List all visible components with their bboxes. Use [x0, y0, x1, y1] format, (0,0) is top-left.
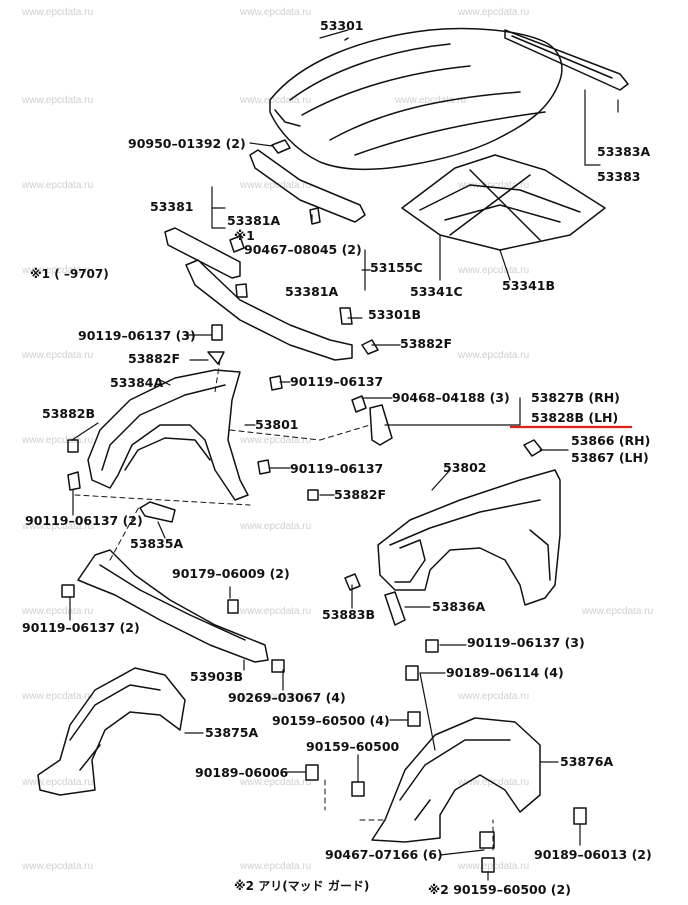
- label-note-1: ※1 ( –9707): [30, 267, 109, 281]
- label-53882f-b: 53882F: [400, 336, 453, 351]
- label-53876a: 53876A: [560, 754, 614, 769]
- label-53802: 53802: [443, 460, 487, 475]
- watermark: www.epcdata.ru: [240, 777, 312, 788]
- hood-lock-support-drawing: [164, 227, 353, 361]
- label-53155c: 53155C: [370, 260, 423, 275]
- watermark: www.epcdata.ru: [22, 180, 94, 191]
- watermark: www.epcdata.ru: [458, 265, 530, 276]
- watermark: www.epcdata.ru: [458, 691, 530, 702]
- left-liner-drawing: [37, 667, 186, 796]
- label-90467-07166: 90467–07166 (6): [325, 847, 443, 862]
- label-90119-06137-e: 90119–06137 (2): [22, 620, 140, 635]
- watermark: www.epcdata.ru: [240, 861, 312, 872]
- label-53836a: 53836A: [432, 599, 486, 614]
- watermark: www.epcdata.ru: [458, 7, 530, 18]
- label-90189-06006: 90189–06006: [195, 765, 289, 780]
- watermark: www.epcdata.ru: [22, 435, 94, 446]
- left-fender-drawing: [87, 369, 249, 501]
- label-90119-06137-d: 90119–06137 (2): [25, 513, 143, 528]
- watermark: www.epcdata.ru: [458, 180, 530, 191]
- label-53381a-lower: 53381A: [285, 284, 339, 299]
- label-53384a: 53384A: [110, 375, 164, 390]
- label-mark-1: ※1: [234, 228, 255, 243]
- label-90119-06137-a: 90119–06137 (3): [78, 328, 196, 343]
- label-53341c: 53341C: [410, 284, 463, 299]
- label-90159-60500-4: 90159–60500 (4): [272, 713, 390, 728]
- watermark: www.epcdata.ru: [240, 606, 312, 617]
- label-90179-06009: 90179–06009 (2): [172, 566, 290, 581]
- watermark: www.epcdata.ru: [22, 95, 94, 106]
- watermark: www.epcdata.ru: [22, 521, 94, 532]
- label-53827b: 53827B (RH): [531, 390, 620, 405]
- watermark: www.epcdata.ru: [22, 350, 94, 361]
- label-90467-08045: 90467–08045 (2): [244, 242, 362, 257]
- label-53882f-a: 53882F: [128, 351, 181, 366]
- hood-bumper-drawing: [271, 139, 291, 154]
- label-53381: 53381: [150, 199, 194, 214]
- watermark: www.epcdata.ru: [240, 435, 312, 446]
- lower-fasteners-drawing: [61, 375, 587, 873]
- hood-drawing: [269, 27, 563, 171]
- label-53801: 53801: [255, 417, 299, 432]
- leader-lines: [69, 29, 619, 881]
- watermark: www.epcdata.ru: [582, 606, 654, 617]
- label-90950-01392: 90950–01392 (2): [128, 136, 246, 151]
- label-53301: 53301: [320, 18, 364, 33]
- watermark: www.epcdata.ru: [458, 350, 530, 361]
- watermark: www.epcdata.ru: [22, 7, 94, 18]
- watermark: www.epcdata.ru: [240, 7, 312, 18]
- weatherstrip-drawing: [504, 29, 629, 91]
- label-90159-60500-2: ※2 90159–60500 (2): [428, 882, 571, 897]
- label-53828b: 53828B (LH): [531, 410, 619, 425]
- label-53875a: 53875A: [205, 725, 259, 740]
- label-90269-03067: 90269–03067 (4): [228, 690, 346, 705]
- label-90159-60500: 90159–60500: [306, 739, 400, 754]
- label-53383a: 53383A: [597, 144, 651, 159]
- watermark: www.epcdata.ru: [22, 265, 94, 276]
- hood-insulator-drawing: [401, 154, 606, 251]
- label-53882b: 53882B: [42, 406, 96, 421]
- label-53383: 53383: [597, 169, 641, 184]
- watermark: www.epcdata.ru: [22, 691, 94, 702]
- hood-rod-drawing: [249, 149, 366, 223]
- fender-brackets-drawing: [139, 404, 406, 626]
- right-fender-drawing: [377, 469, 561, 606]
- label-90119-06137-b: 90119–06137: [290, 374, 384, 389]
- label-90468-04188: 90468–04188 (3): [392, 390, 510, 405]
- watermark: www.epcdata.ru: [240, 95, 312, 106]
- label-90119-06137-f: 90119–06137 (3): [467, 635, 585, 650]
- label-53381a-upper: 53381A: [227, 213, 281, 228]
- label-90189-06114: 90189–06114 (4): [446, 665, 564, 680]
- label-53341b: 53341B: [502, 278, 556, 293]
- watermark: www.epcdata.ru: [22, 606, 94, 617]
- label-53301b: 53301B: [368, 307, 422, 322]
- label-53883b: 53883B: [322, 607, 376, 622]
- right-liner-drawing: [371, 717, 541, 843]
- label-53866: 53866 (RH): [571, 433, 651, 448]
- fender-support-drawing: [77, 549, 269, 663]
- upper-fasteners-drawing: [207, 207, 379, 365]
- label-53903b: 53903B: [190, 669, 244, 684]
- label-53882f-c: 53882F: [334, 487, 387, 502]
- guide-lines: [74, 359, 494, 851]
- label-90119-06137-c: 90119–06137: [290, 461, 384, 476]
- watermark: www.epcdata.ru: [22, 777, 94, 788]
- label-53835a: 53835A: [130, 536, 184, 551]
- label-90189-06013: 90189–06013 (2): [534, 847, 652, 862]
- watermark: www.epcdata.ru: [240, 180, 312, 191]
- label-note-2: ※2 アリ(マッド ガード): [234, 879, 370, 893]
- watermark: www.epcdata.ru: [240, 521, 312, 532]
- label-53867: 53867 (LH): [571, 450, 649, 465]
- watermark: www.epcdata.ru: [395, 95, 467, 106]
- watermark: www.epcdata.ru: [22, 861, 94, 872]
- watermark: www.epcdata.ru: [240, 691, 312, 702]
